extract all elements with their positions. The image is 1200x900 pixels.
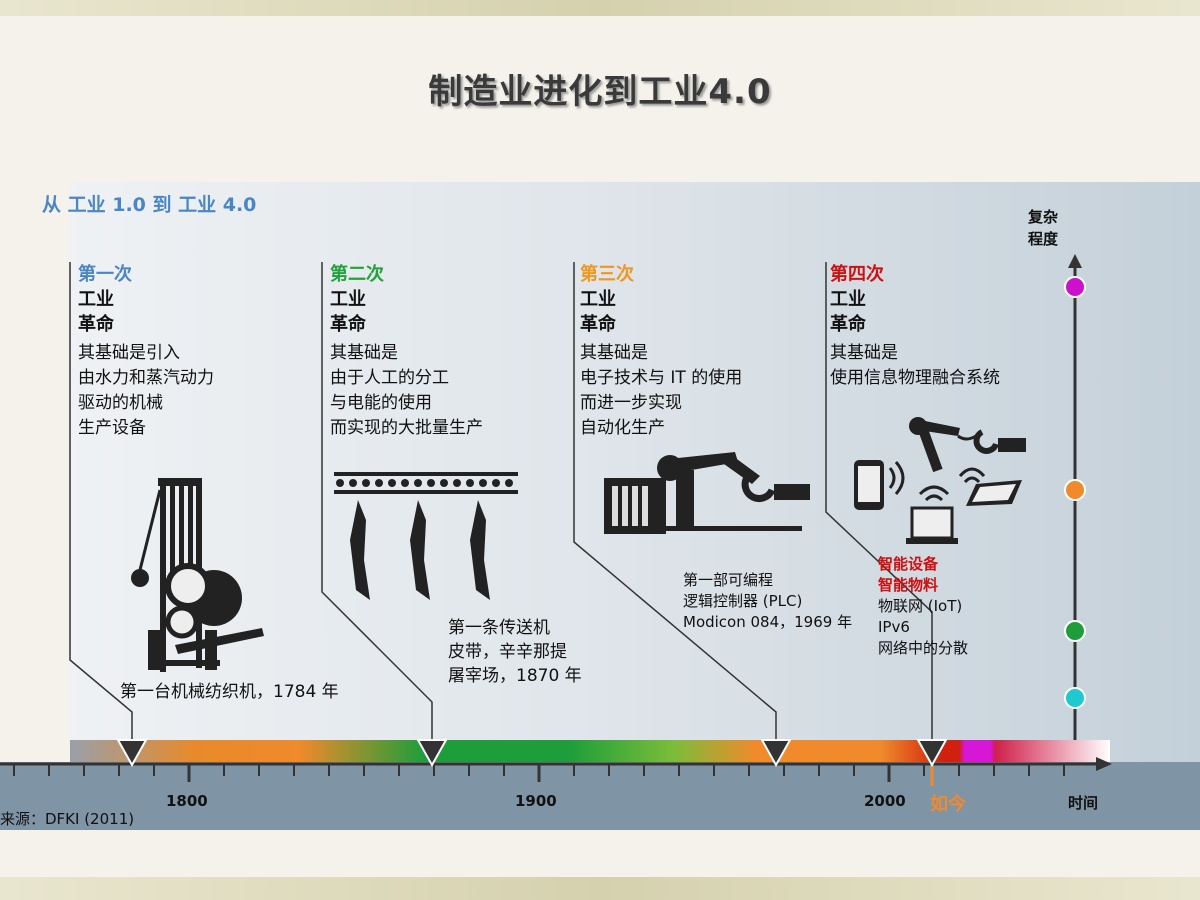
desc-line: 其基础是	[830, 343, 898, 363]
complexity-label-line: 复杂	[1027, 208, 1058, 226]
top-decor-band	[0, 0, 1200, 16]
milestone-4-note: 智能设备 智能物料 物联网 (IoT) IPv6 网络中的分散	[878, 554, 968, 659]
axis-tick-label-2000: 2000	[864, 792, 906, 810]
complexity-dot-3	[1064, 479, 1086, 501]
revolution-3-head-2: 革命	[580, 314, 616, 335]
connector-line-4	[825, 262, 933, 740]
revolution-2-head-2: 革命	[330, 314, 366, 335]
milestone-marker-3	[760, 739, 792, 768]
desc-line: 驱动的机械	[78, 393, 163, 413]
complexity-dot-1	[1064, 687, 1086, 709]
connector-line-1	[69, 262, 133, 740]
bottom-decor-band	[0, 877, 1200, 900]
desc-line: 由于人工的分工	[330, 368, 449, 388]
iot-devices-icon	[854, 417, 1026, 544]
complexity-axis-arrow	[1068, 254, 1082, 268]
desc-line: 其基础是	[580, 343, 648, 363]
revolution-2-head-1: 工业	[330, 289, 366, 310]
milestone-line: 第一台机械纺织机，1784 年	[120, 682, 339, 702]
axis-tick-label-1800: 1800	[166, 792, 208, 810]
axis-minor-ticks	[13, 764, 1065, 776]
milestone-1-note: 第一台机械纺织机，1784 年	[120, 680, 339, 704]
revolution-2: 第二次 工业 革命 其基础是 由于人工的分工 与电能的使用 而实现的大批量生产	[330, 262, 483, 441]
mechanical-loom-icon	[131, 478, 264, 672]
revolution-1-description: 其基础是引入 由水力和蒸汽动力 驱动的机械 生产设备	[78, 341, 214, 441]
revolution-4: 第四次 工业 革命 其基础是 使用信息物理融合系统	[830, 262, 1000, 391]
milestone-line: Modicon 084，1969 年	[683, 613, 853, 631]
milestone-marker-1	[116, 739, 148, 768]
panel-left-margin	[0, 182, 70, 762]
milestone-line: IPv6	[878, 618, 910, 636]
connector-line-3	[573, 262, 777, 740]
desc-line: 生产设备	[78, 418, 146, 438]
milestone-line: 皮带，辛辛那提	[448, 642, 567, 662]
revolution-3-number: 第三次	[580, 264, 634, 285]
complexity-dot-2	[1064, 620, 1086, 642]
complexity-axis-label: 复杂 程度	[1022, 206, 1064, 250]
milestone-line: 物联网 (IoT)	[878, 597, 963, 615]
revolution-4-description: 其基础是 使用信息物理融合系统	[830, 341, 1000, 391]
source-citation: 来源：DFKI (2011)	[0, 810, 135, 828]
revolution-1-number: 第一次	[78, 264, 132, 285]
desc-line: 而进一步实现	[580, 393, 682, 413]
milestone-highlight-line: 智能设备	[878, 555, 939, 573]
revolution-2-number: 第二次	[330, 264, 384, 285]
axis-tick-label-1900: 1900	[515, 792, 557, 810]
desc-line: 其基础是引入	[78, 343, 180, 363]
revolution-3: 第三次 工业 革命 其基础是 电子技术与 IT 的使用 而进一步实现 自动化生产	[580, 262, 742, 441]
milestone-line: 屠宰场，1870 年	[448, 666, 582, 686]
desc-line: 电子技术与 IT 的使用	[580, 368, 743, 388]
desc-line: 与电能的使用	[330, 393, 432, 413]
desc-line: 而实现的大批量生产	[330, 418, 483, 438]
timeline-color-band	[70, 740, 1110, 762]
revolution-4-number: 第四次	[830, 264, 884, 285]
desc-line: 使用信息物理融合系统	[830, 368, 1000, 388]
revolution-1-head-1: 工业	[78, 289, 114, 310]
desc-line: 其基础是	[330, 343, 398, 363]
now-label: 如今	[930, 794, 966, 815]
diagram-subtitle: 从 工业 1.0 到 工业 4.0	[42, 194, 257, 216]
milestone-2-note: 第一条传送机 皮带，辛辛那提 屠宰场，1870 年	[448, 616, 582, 688]
robot-arm-plc-icon	[604, 452, 810, 534]
desc-line: 由水力和蒸汽动力	[78, 368, 214, 388]
timeline-bottom-bar	[0, 762, 1200, 830]
milestone-line: 第一条传送机	[448, 618, 550, 638]
milestone-marker-2	[416, 739, 448, 768]
connector-line-2	[321, 262, 433, 740]
desc-line: 自动化生产	[580, 418, 665, 438]
revolution-1-head-2: 革命	[78, 314, 114, 335]
complexity-label-line: 程度	[1027, 230, 1058, 248]
complexity-dot-4	[1064, 276, 1086, 298]
revolution-4-head-1: 工业	[830, 289, 866, 310]
revolution-3-head-1: 工业	[580, 289, 616, 310]
milestone-marker-4	[916, 739, 948, 768]
time-axis-arrow	[1096, 757, 1112, 771]
revolution-2-description: 其基础是 由于人工的分工 与电能的使用 而实现的大批量生产	[330, 341, 483, 441]
revolution-1: 第一次 工业 革命 其基础是引入 由水力和蒸汽动力 驱动的机械 生产设备	[78, 262, 214, 441]
revolution-3-description: 其基础是 电子技术与 IT 的使用 而进一步实现 自动化生产	[580, 341, 742, 441]
page-title: 制造业进化到工业4.0	[428, 72, 772, 112]
milestone-line: 逻辑控制器 (PLC)	[683, 592, 803, 610]
milestone-3-note: 第一部可编程 逻辑控制器 (PLC) Modicon 084，1969 年	[683, 570, 852, 633]
conveyor-belt-icon	[334, 472, 518, 600]
axis-major-ticks	[187, 764, 891, 782]
milestone-line: 第一部可编程	[683, 571, 774, 589]
time-axis-label: 时间	[1068, 794, 1099, 812]
milestone-line: 网络中的分散	[878, 639, 969, 657]
revolution-4-head-2: 革命	[830, 314, 866, 335]
milestone-highlight-line: 智能物料	[878, 576, 939, 594]
